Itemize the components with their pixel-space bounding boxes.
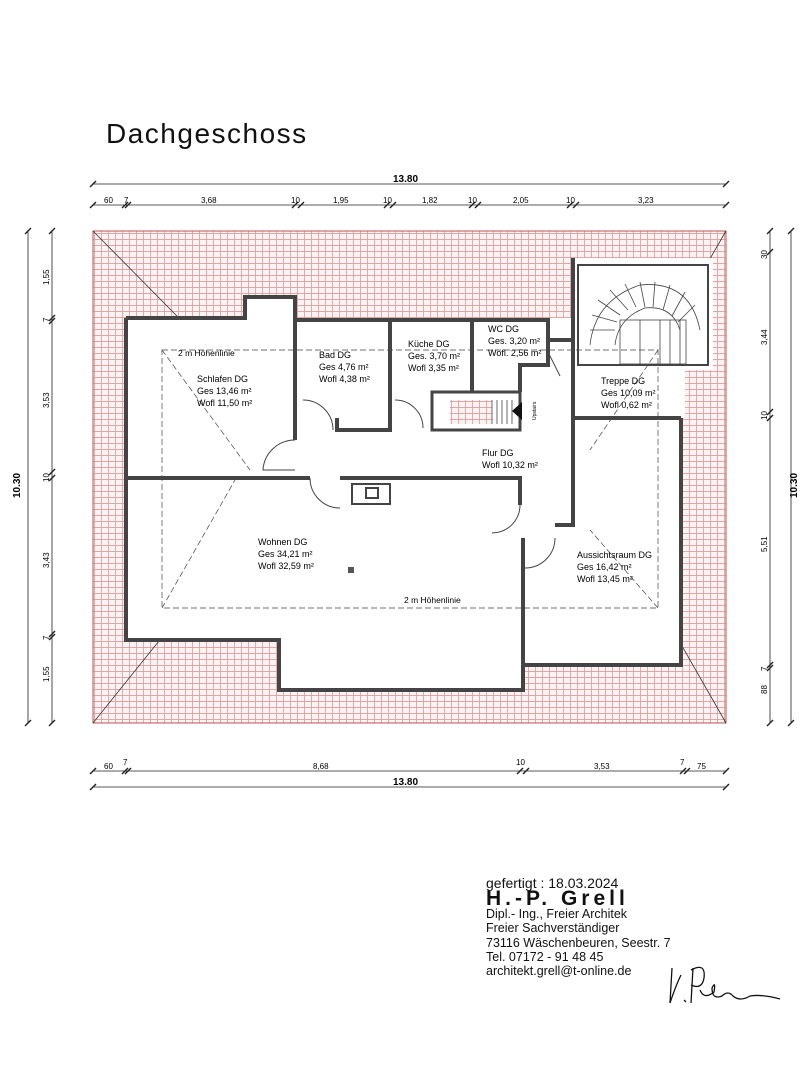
room-wofl: Wofl 0,62 m² — [601, 400, 652, 410]
room-name: Küche DG — [408, 339, 450, 349]
dim-bottom-seg: 7 — [123, 758, 128, 767]
stair-label: Upstairs — [532, 401, 538, 420]
room-wofl: Wofl 10,32 m² — [482, 460, 538, 470]
architect-role: Freier Sachverständiger — [486, 921, 620, 936]
room-name: Schlafen DG — [197, 374, 248, 384]
room-name: WC DG — [488, 324, 519, 334]
room-wofl: Wofl 11,50 m² — [197, 398, 252, 408]
chimney — [351, 483, 391, 505]
dim-left-seg: 10 — [42, 473, 51, 482]
room-label-wohnen: Wohnen DG Ges 34,21 m² Wofl 32,59 m² — [258, 537, 314, 571]
dim-top-seg: 60 — [104, 196, 113, 205]
architect-stamp: gefertigt : 18.03.2024 H.-P. Grell Dipl.… — [486, 876, 671, 979]
architect-phone: Tel. 07172 - 91 48 45 — [486, 950, 604, 965]
dim-right-seg: 88 — [760, 685, 769, 694]
dim-bottom-seg: 10 — [516, 758, 525, 767]
dim-left-seg: 7 — [42, 635, 51, 640]
architect-address: 73116 Wäschenbeuren, Seestr. 7 — [486, 935, 671, 950]
architect-title: Dipl.- Ing., Freier Architek — [486, 906, 628, 921]
room-name: Treppe DG — [601, 376, 645, 386]
floor-area — [124, 258, 713, 690]
room-wofl: Wofl 32,59 m² — [258, 561, 314, 571]
dim-right-total: 10.30 — [789, 473, 800, 498]
dim-left-seg: 1,55 — [42, 666, 51, 682]
room-ges: Ges 10,09 m² — [601, 388, 656, 398]
dim-bottom-seg: 3,53 — [594, 762, 610, 771]
room-name: Wohnen DG — [258, 537, 307, 547]
room-label-treppe: Treppe DG Ges 10,09 m² Wofl 0,62 m² — [601, 376, 656, 410]
room-label-bad: Bad DG Ges 4,76 m² Wofl 4,38 m² — [319, 350, 370, 384]
dim-top-total: 13.80 — [393, 174, 418, 185]
hoehenlinie-label: 2 m Höhenlinie — [404, 595, 461, 605]
dim-bottom-seg: 60 — [104, 762, 113, 771]
room-label-kueche: Küche DG Ges. 3,70 m² Wofl 3,35 m² — [408, 339, 460, 373]
dim-top-seg: 10 — [291, 196, 300, 205]
room-label-flur: Flur DG Wofl 10,32 m² — [482, 448, 538, 470]
dim-left-seg: 3,43 — [42, 552, 51, 568]
room-wofl: Wofl 4,38 m² — [319, 374, 370, 384]
room-name: Flur DG — [482, 448, 514, 458]
room-ges: Ges. 3,70 m² — [408, 351, 460, 361]
dim-bottom-seg: 8,68 — [313, 762, 329, 771]
dim-top-seg: 1,82 — [422, 196, 438, 205]
dim-left-seg: 1,55 — [42, 269, 51, 285]
room-name: Aussichtsraum DG — [577, 550, 652, 560]
stair-spiral — [577, 264, 709, 366]
dim-right-seg: 30 — [760, 250, 769, 259]
dim-top-seg: 10 — [383, 196, 392, 205]
dim-left-total: 10.30 — [12, 473, 23, 498]
room-wofl: Wofl. 2,56 m² — [488, 348, 541, 358]
dim-right-seg: 5,51 — [760, 536, 769, 552]
dim-right-seg: 10 — [760, 411, 769, 420]
room-ges: Ges 4,76 m² — [319, 362, 369, 372]
signature — [669, 966, 781, 1004]
dim-top-seg: 2,05 — [513, 196, 529, 205]
room-wofl: Wofl 13,45 m² — [577, 574, 633, 584]
room-label-aussicht: Aussichtsraum DG Ges 16,42 m² Wofl 13,45… — [577, 550, 652, 584]
dim-top-seg: 3,23 — [638, 196, 654, 205]
room-ges: Ges 16,42 m² — [577, 562, 632, 572]
dim-top-seg: 10 — [566, 196, 575, 205]
dimension-lines — [24, 180, 795, 791]
dim-bottom-seg: 75 — [697, 762, 706, 771]
room-ges: Ges 13,46 m² — [197, 386, 252, 396]
hoehenlinie-label: 2 m Höhenlinie — [178, 348, 235, 358]
pillar — [348, 567, 354, 573]
dim-right-seg: 7 — [760, 666, 769, 671]
stair-interior — [430, 390, 522, 432]
room-label-wc: WC DG Ges. 3,20 m² Wofl. 2,56 m² — [488, 324, 541, 358]
dim-top-seg: 7 — [124, 196, 129, 205]
up-arrow-icon — [512, 402, 522, 420]
dim-bottom-total: 13.80 — [393, 777, 418, 788]
architect-email: architekt.grell@t-online.de — [486, 964, 632, 979]
walls — [124, 258, 683, 692]
dimension-labels: 13.80 60 7 3,68 10 1,95 10 1,82 10 2,05 … — [12, 174, 800, 788]
dim-left-seg: 7 — [42, 317, 51, 322]
dim-top-seg: 1,95 — [333, 196, 349, 205]
dim-bottom-seg: 7 — [680, 758, 685, 767]
dim-right-seg: 3,44 — [760, 329, 769, 345]
door-swings — [262, 351, 561, 569]
dim-top-seg: 3,68 — [201, 196, 217, 205]
dim-top-seg: 10 — [468, 196, 477, 205]
room-ges: Ges. 3,20 m² — [488, 336, 540, 346]
room-ges: Ges 34,21 m² — [258, 549, 313, 559]
architect-name: H.-P. Grell — [486, 887, 629, 911]
page-title: Dachgeschoss — [106, 118, 308, 149]
room-label-schlafen: Schlafen DG Ges 13,46 m² Wofl 11,50 m² — [197, 374, 252, 408]
room-wofl: Wofl 3,35 m² — [408, 363, 459, 373]
dim-left-seg: 3,53 — [42, 392, 51, 408]
room-name: Bad DG — [319, 350, 351, 360]
created-date: gefertigt : 18.03.2024 — [486, 875, 619, 891]
